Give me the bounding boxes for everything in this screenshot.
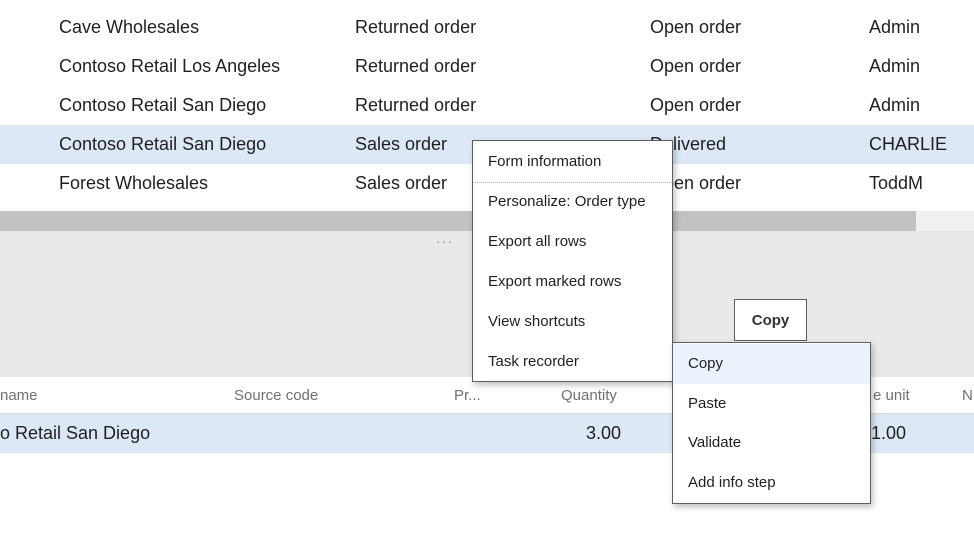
order-type-cell: Returned order — [355, 95, 477, 115]
menu-item-personalize[interactable]: Personalize: Order type — [488, 193, 646, 210]
line-quantity-cell: 3.00 — [586, 423, 622, 443]
customer-name-cell: Forest Wholesales — [59, 173, 209, 193]
menu-item-form-information[interactable]: Form information — [488, 153, 602, 170]
column-header-unit[interactable]: e unit — [873, 387, 910, 404]
context-menu: Form information Personalize: Order type… — [472, 140, 673, 382]
submenu-item-add-info-step[interactable]: Add info step — [688, 474, 776, 491]
column-header-n[interactable]: N — [962, 387, 973, 404]
menu-item-view-shortcuts[interactable]: View shortcuts — [488, 313, 586, 330]
customer-name-cell: Contoso Retail San Diego — [59, 95, 267, 115]
user-cell: Admin — [869, 17, 921, 37]
menu-item-export-all-rows[interactable]: Export all rows — [488, 233, 587, 250]
user-cell: Admin — [869, 56, 921, 76]
user-cell: CHARLIE — [869, 134, 948, 154]
copy-tooltip: Copy — [734, 299, 807, 341]
column-header-pr[interactable]: Pr... — [454, 387, 481, 404]
menu-separator — [473, 182, 672, 183]
customer-name-cell: Contoso Retail San Diego — [59, 134, 267, 154]
customer-name-cell: Contoso Retail Los Angeles — [59, 56, 281, 76]
submenu-item-validate[interactable]: Validate — [688, 434, 742, 451]
customer-name-cell: Cave Wholesales — [59, 17, 200, 37]
column-header-name[interactable]: name — [0, 387, 38, 404]
table-row[interactable]: Cave Wholesales Returned order Open orde… — [0, 8, 974, 47]
task-recorder-submenu: Copy Paste Validate Add info step — [672, 342, 871, 504]
order-type-cell: Returned order — [355, 17, 477, 37]
line-price-cell: 1.00 — [871, 423, 907, 443]
status-cell: Open order — [650, 17, 742, 37]
submenu-item-paste[interactable]: Paste — [688, 395, 727, 412]
lines-grid-header: name Source code Pr... Quantity e unit N — [0, 377, 974, 414]
menu-item-task-recorder[interactable]: Task recorder — [488, 353, 579, 370]
order-type-cell: Sales order — [355, 134, 448, 154]
table-row[interactable]: Contoso Retail Los Angeles Returned orde… — [0, 47, 974, 86]
user-cell: Admin — [869, 95, 921, 115]
menu-item-export-marked-rows[interactable]: Export marked rows — [488, 273, 622, 290]
scrollbar-thumb[interactable] — [0, 211, 916, 231]
submenu-item-copy[interactable]: Copy — [673, 344, 870, 384]
user-cell: ToddM — [869, 173, 924, 193]
order-type-cell: Sales order — [355, 173, 448, 193]
status-cell: Open order — [650, 56, 742, 76]
line-name-cell: o Retail San Diego — [0, 423, 151, 443]
column-header-source-code[interactable]: Source code — [234, 387, 319, 404]
column-header-quantity[interactable]: Quantity — [561, 387, 617, 404]
table-row[interactable]: Contoso Retail San Diego Returned order … — [0, 86, 974, 125]
status-cell: Open order — [650, 95, 742, 115]
splitter-handle[interactable]: ··· — [436, 233, 453, 249]
order-type-cell: Returned order — [355, 56, 477, 76]
